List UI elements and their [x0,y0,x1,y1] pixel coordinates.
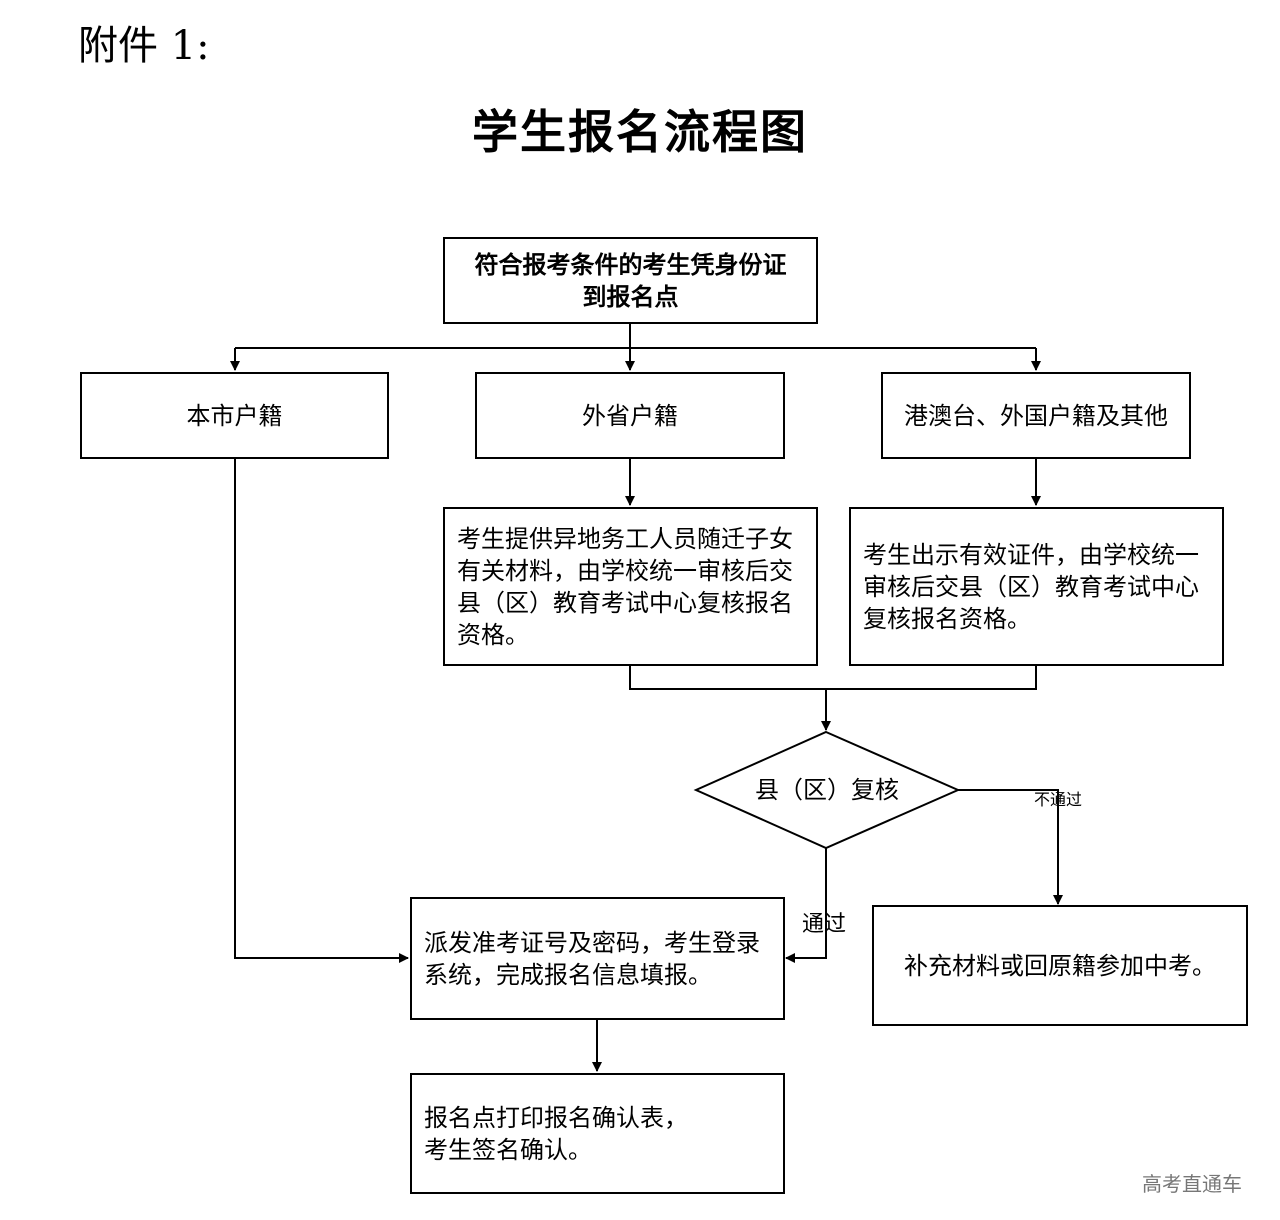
node-issue-ticket-text: 派发准考证号及密码，考生登录系统，完成报名信息填报。 [424,928,760,989]
node-hk-macau-tw: 港澳台、外国户籍及其他 [881,372,1191,459]
watermark: 高考直通车 [1142,1172,1242,1196]
node-start-text: 符合报考条件的考生凭身份证 到报名点 [474,250,787,311]
node-county-review-text: 县（区）复核 [755,776,899,804]
county-review-diamond [693,730,961,850]
node-hk-macau-tw-text: 港澳台、外国户籍及其他 [904,401,1168,430]
page-title: 学生报名流程图 [472,105,808,159]
edge-label-pass: 通过 [802,912,847,937]
attachment-label: 附件 1: [78,23,210,69]
node-hk-materials: 考生出示有效证件，由学校统一审核后交县（区）教育考试中心复核报名资格。 [849,507,1224,666]
connector-merge [629,664,1037,690]
node-print-confirm: 报名点打印报名确认表， 考生签名确认。 [410,1073,785,1194]
node-hk-materials-text: 考生出示有效证件，由学校统一审核后交县（区）教育考试中心复核报名资格。 [863,540,1199,633]
arrow-local-to-issue [234,458,409,963]
arrow-pass [785,848,827,963]
node-other-province: 外省户籍 [475,372,785,459]
arrow-fail [958,789,1063,905]
node-issue-ticket: 派发准考证号及密码，考生登录系统，完成报名信息填报。 [410,897,785,1020]
node-other-province-materials: 考生提供异地务工人员随迁子女有关材料，由学校统一审核后交县（区）教育考试中心复核… [443,507,818,666]
node-other-province-materials-text: 考生提供异地务工人员随迁子女有关材料，由学校统一审核后交县（区）教育考试中心复核… [457,524,793,649]
node-local: 本市户籍 [80,372,389,459]
node-print-confirm-text: 报名点打印报名确认表， 考生签名确认。 [424,1103,688,1164]
node-supplement: 补充材料或回原籍参加中考。 [872,905,1248,1026]
node-supplement-text: 补充材料或回原籍参加中考。 [904,951,1216,980]
node-start: 符合报考条件的考生凭身份证 到报名点 [443,237,818,324]
edge-label-fail: 不通过 [1034,790,1083,809]
node-other-province-text: 外省户籍 [582,401,678,430]
node-local-text: 本市户籍 [186,401,283,430]
